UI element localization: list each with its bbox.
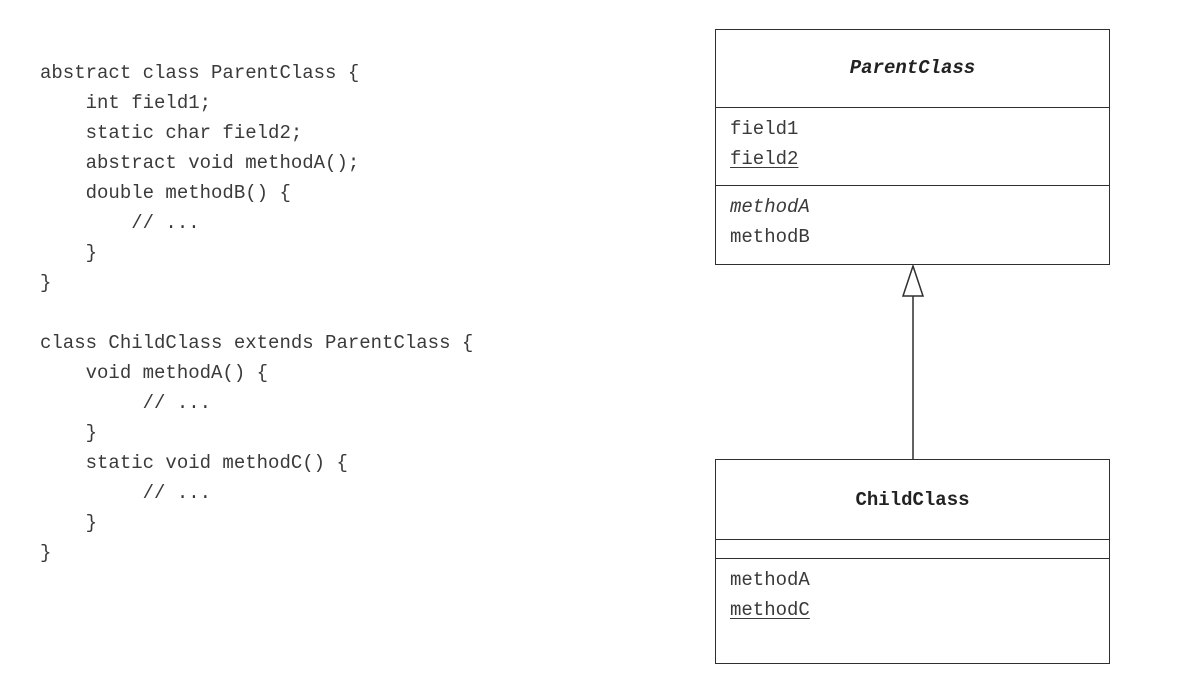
child-class-box: ChildClass methodA methodC: [715, 459, 1110, 664]
parent-operations-section: methodA methodB: [716, 186, 1109, 263]
attribute-field2: field2: [730, 144, 1109, 174]
parent-class-code: abstract class ParentClass { int field1;…: [40, 58, 473, 298]
static-attribute-field2: field2: [730, 148, 799, 170]
hollow-triangle-arrowhead: [901, 263, 925, 297]
code-line: double methodB() {: [40, 182, 291, 204]
operation-methodC: methodC: [730, 595, 1109, 625]
operation-methodA: methodA: [730, 569, 810, 591]
code-line: abstract class ParentClass {: [40, 62, 360, 84]
code-line: // ...: [40, 482, 212, 504]
code-line: }: [40, 422, 98, 444]
child-operations-section: methodA methodC: [716, 559, 1109, 662]
code-line: int field1;: [40, 92, 212, 114]
code-line: // ...: [40, 392, 212, 414]
parent-attributes-section: field1 field2: [716, 108, 1109, 186]
child-class-code: class ChildClass extends ParentClass { v…: [40, 328, 473, 568]
code-line: }: [40, 272, 52, 294]
code-line: // ...: [40, 212, 200, 234]
parent-class-name: ParentClass: [716, 30, 1109, 108]
code-line: abstract void methodA();: [40, 152, 360, 174]
code-line: static char field2;: [40, 122, 303, 144]
code-line: }: [40, 512, 98, 534]
static-operation-methodC: methodC: [730, 599, 810, 621]
code-line: }: [40, 542, 52, 564]
code-line: }: [40, 242, 98, 264]
operation-methodB: methodB: [730, 226, 810, 248]
child-class-name: ChildClass: [716, 460, 1109, 540]
attribute-field1: field1: [730, 118, 799, 140]
child-attributes-section: [716, 540, 1109, 559]
parent-class-box: ParentClass field1 field2 methodA method…: [715, 29, 1110, 265]
code-line: class ChildClass extends ParentClass {: [40, 332, 474, 354]
operation-methodA-abstract: methodA: [730, 196, 810, 218]
source-code: abstract class ParentClass { int field1;…: [40, 58, 473, 568]
code-line: void methodA() {: [40, 362, 269, 384]
code-line: static void methodC() {: [40, 452, 348, 474]
